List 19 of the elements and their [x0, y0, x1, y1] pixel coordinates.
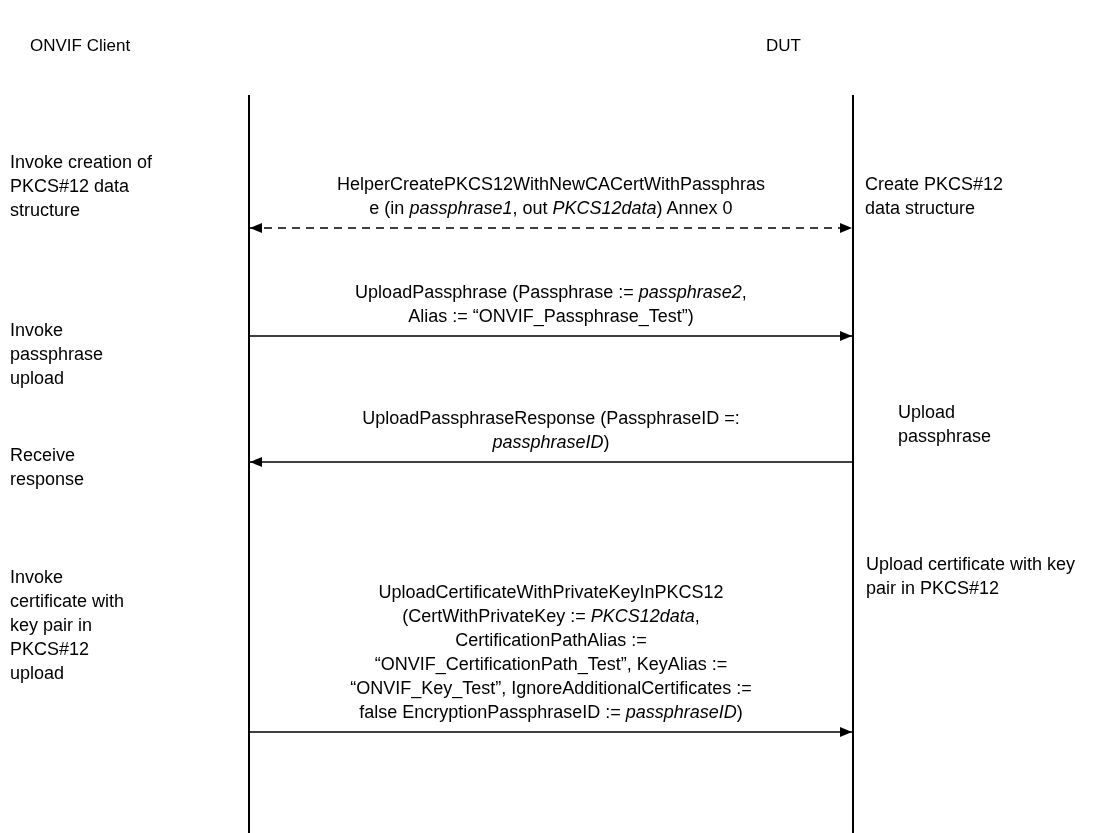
edge-label: UploadPassphrase (Passphrase := passphrase2, Alias := “ONVIF_Passphrase_Test”) — [354, 281, 748, 328]
edge-label: HelperCreatePKCS12WithNewCACertWithPassphrase (in passphrase1, out PKCS12data) Annex 0 — [336, 173, 766, 220]
dashed-message-arrow — [249, 223, 853, 233]
step-note: Invoke certificate with key pair in PKCS#12 upload — [10, 566, 126, 685]
message-arrow — [249, 727, 853, 737]
message-arrow — [249, 331, 853, 341]
step-note: Upload certificate with key pair in PKCS#12 — [866, 553, 1077, 600]
participant-name: ONVIF Client — [30, 35, 132, 57]
message-arrow — [249, 457, 853, 467]
step-note: Upload passphrase — [898, 401, 993, 448]
step-note: Create PKCS#12 data structure — [865, 173, 1005, 220]
lifeline — [248, 95, 250, 833]
participant-name: DUT — [766, 35, 802, 57]
edge-label: UploadCertificateWithPrivateKeyInPKCS12 (CertWithPrivateKey := PKCS12data, CertificationPathAlias := “ONVIF_CertificationPath_Test”, KeyAlias := “ONVIF_Key_Test”, IgnoreAdditionalCertificates := false EncryptionPassphraseID := passphraseID) — [349, 581, 753, 724]
edge-label: UploadPassphraseResponse (PassphraseID =: passphraseID) — [361, 407, 741, 454]
step-note: Invoke creation of PKCS#12 data structure — [10, 151, 154, 222]
step-note: Invoke passphrase upload — [10, 319, 105, 390]
step-note: Receive response — [10, 444, 86, 491]
lifeline — [852, 95, 854, 833]
